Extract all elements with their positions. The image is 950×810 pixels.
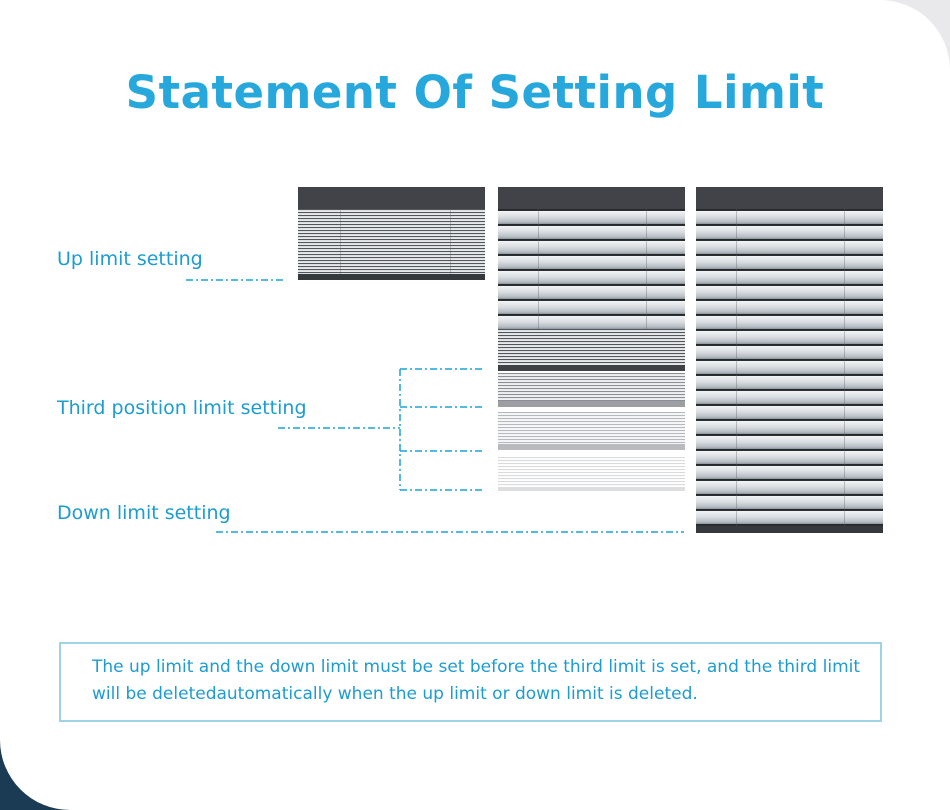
ladder-cord [736,209,737,526]
third-position-limit-label: Third position limit setting [57,397,307,419]
note-text: The up limit and the down limit must be … [92,657,861,704]
blind-slats [298,209,485,275]
blind-bottom-rail [298,274,485,280]
ladder-cord [538,209,539,329]
blind-ghost-rail-1 [498,401,685,407]
blind-ghost-rail-2 [498,444,685,450]
blind-ghost-slats-2 [498,412,685,444]
corner-decoration-top-right [860,0,950,90]
ladder-cord [450,209,451,275]
blind-stacked-slats [498,329,685,365]
down-limit-label: Down limit setting [57,502,231,524]
blind-bottom-rail [498,365,685,371]
ladder-cord [844,209,845,526]
blind-open-slats [696,209,883,526]
blind-down-limit [696,187,883,533]
blind-head-rail [498,187,685,209]
blind-open-slats [498,209,685,329]
blind-ghost-slats-3 [498,457,685,487]
blind-ghost-slats-1 [498,373,685,401]
ladder-cord [340,209,341,275]
blind-head-rail [696,187,883,209]
corner-decoration-bottom-left [0,720,90,810]
blind-bottom-rail [696,526,883,533]
note-box: The up limit and the down limit must be … [59,642,882,722]
blind-third-position [498,187,685,493]
page-title: Statement Of Setting Limit [125,66,825,119]
ladder-cord [646,209,647,329]
up-limit-label: Up limit setting [57,248,203,270]
blind-up-limit [298,187,485,281]
blind-head-rail [298,187,485,209]
blind-ghost-rail-3 [498,487,685,491]
